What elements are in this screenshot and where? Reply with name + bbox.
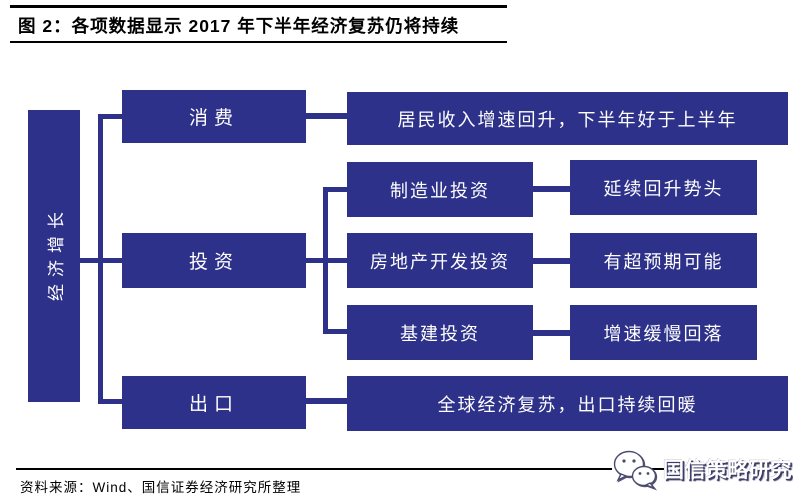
node-consumption: 消费 — [122, 90, 306, 143]
root-node-economic-growth: 经济增长 — [28, 110, 80, 402]
node-manufacturing-result: 延续回升势头 — [570, 160, 757, 215]
connector-sub1-result — [533, 186, 570, 192]
connector-sub-vertical — [323, 187, 328, 334]
connector-root-to-branch2 — [80, 258, 122, 263]
node-manufacturing-investment: 制造业投资 — [347, 162, 533, 217]
node-manufacturing-result-label: 延续回升势头 — [603, 178, 724, 199]
node-consumption-result: 居民收入增速回升，下半年好于上半年 — [347, 92, 788, 145]
node-infrastructure-result: 增速缓慢回落 — [570, 305, 757, 360]
node-investment-label: 投资 — [188, 252, 239, 273]
connector-sub2-result — [533, 258, 570, 264]
node-realestate-investment-label: 房地产开发投资 — [370, 251, 510, 272]
node-investment: 投资 — [122, 233, 306, 288]
connector-sub1-stub — [323, 187, 347, 192]
node-export-result-label: 全球经济复苏，出口持续回暖 — [437, 394, 698, 415]
connector-sub3-stub — [323, 329, 347, 334]
node-consumption-result-label: 居民收入增速回升，下半年好于上半年 — [397, 109, 738, 130]
root-node-label: 经济增长 — [46, 204, 66, 301]
node-realestate-result: 有超预期可能 — [570, 233, 757, 288]
node-export: 出口 — [122, 376, 306, 429]
connector-branch1-stub — [98, 114, 122, 119]
source-note: 资料来源：Wind、国信证券经济研究所整理 — [20, 480, 302, 495]
connector-sub3-result — [533, 330, 570, 336]
wechat-icon — [611, 447, 659, 493]
figure-title: 图 2：各项数据显示 2017 年下半年经济复苏仍将持续 — [18, 16, 460, 36]
connector-branch3-stub — [98, 399, 122, 404]
title-bottom-rule — [10, 41, 507, 43]
node-infrastructure-investment-label: 基建投资 — [400, 323, 480, 344]
footer-rule — [16, 468, 612, 470]
node-manufacturing-investment-label: 制造业投资 — [390, 180, 490, 201]
node-realestate-investment: 房地产开发投资 — [347, 233, 533, 288]
connector-consumption-result — [306, 113, 347, 119]
node-export-result: 全球经济复苏，出口持续回暖 — [347, 376, 788, 431]
watermark-label: 国信策略研究 — [663, 459, 792, 482]
connector-export-result — [306, 398, 347, 404]
node-export-label: 出口 — [188, 394, 239, 415]
node-infrastructure-investment: 基建投资 — [347, 305, 533, 360]
node-infrastructure-result-label: 增速缓慢回落 — [603, 323, 724, 344]
title-top-rule — [10, 5, 507, 8]
node-realestate-result-label: 有超预期可能 — [603, 251, 724, 272]
node-consumption-label: 消费 — [188, 108, 239, 129]
footer-rule-dash — [650, 468, 664, 470]
